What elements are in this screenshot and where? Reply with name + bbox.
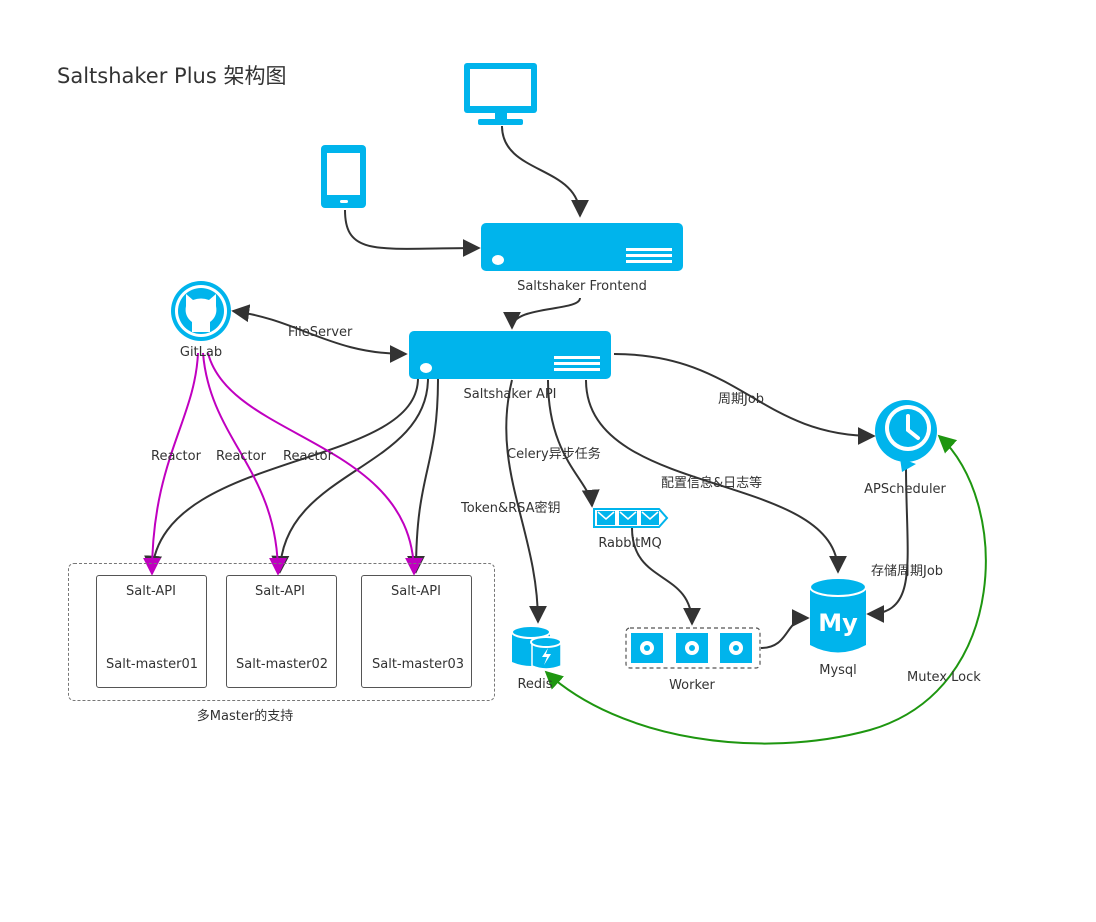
multi-master-group-label: 多Master的支持 — [196, 709, 294, 724]
edge-api-master03 — [407, 377, 439, 574]
salt-master02-api-label: Salt-API — [255, 584, 305, 599]
gitlab-label: GitLab — [179, 345, 223, 360]
token-label: Token&RSA密钥 — [461, 501, 561, 516]
reactor-label-2: Reactor — [216, 449, 266, 464]
store-job-label: 存储周期Job — [871, 564, 944, 579]
reactor-label-3: Reactor — [283, 449, 333, 464]
mysql-label: Mysql — [819, 663, 857, 678]
edge-frontend-api — [503, 297, 581, 330]
worker-icon — [625, 627, 761, 669]
config-label: 配置信息&日志等 — [661, 476, 763, 491]
salt-master01-api-label: Salt-API — [126, 584, 176, 599]
salt-master02-name-label: Salt-master02 — [235, 657, 329, 672]
frontend-label: Saltshaker Frontend — [517, 279, 647, 294]
salt-master02-box — [226, 575, 337, 688]
mysql-logo-text: My — [818, 609, 858, 637]
monitor-icon — [464, 63, 537, 125]
edge-monitor-frontend — [501, 125, 589, 218]
edge-reactor-01 — [143, 352, 199, 576]
edge-api-redis — [505, 379, 547, 624]
redis-icon — [511, 625, 562, 670]
edge-api-master02 — [271, 377, 429, 574]
mutex-lock-label: Mutex Lock — [907, 670, 981, 685]
edge-reactor-03 — [207, 352, 423, 576]
salt-master03-box — [361, 575, 472, 688]
edge-worker-mysql — [760, 609, 810, 649]
reactor-label-1: Reactor — [151, 449, 201, 464]
apscheduler-icon — [875, 400, 937, 472]
redis-label: Redis — [517, 677, 553, 692]
salt-master01-name-label: Salt-master01 — [105, 657, 199, 672]
edge-reactor-02 — [202, 352, 287, 576]
salt-master03-name-label: Salt-master03 — [371, 657, 465, 672]
edge-api-apscheduler — [613, 353, 876, 445]
periodic-job-label: 周期Job — [718, 392, 765, 407]
edge-phone-frontend — [344, 209, 481, 258]
edge-api-master01 — [144, 377, 419, 574]
salt-master03-api-label: Salt-API — [391, 584, 441, 599]
rabbitmq-label: RabbitMQ — [598, 536, 662, 551]
edge-mutex-lock — [544, 434, 987, 745]
edge-fileserver — [231, 304, 408, 363]
apscheduler-label: APScheduler — [864, 482, 946, 497]
gitlab-icon — [171, 281, 231, 341]
worker-label: Worker — [669, 678, 715, 693]
celery-label: Celery异步任务 — [507, 447, 601, 462]
mysql-icon: My — [809, 577, 867, 653]
frontend-server-icon — [481, 223, 683, 271]
api-server-icon — [409, 331, 611, 379]
rabbitmq-icon — [593, 508, 669, 528]
multi-master-group — [68, 563, 495, 701]
salt-master01-box — [96, 575, 207, 688]
phone-icon — [321, 145, 366, 208]
diagram-title: Saltshaker Plus 架构图 — [57, 64, 287, 88]
api-label: Saltshaker API — [463, 387, 557, 402]
fileserver-label: FileServer — [288, 325, 353, 340]
